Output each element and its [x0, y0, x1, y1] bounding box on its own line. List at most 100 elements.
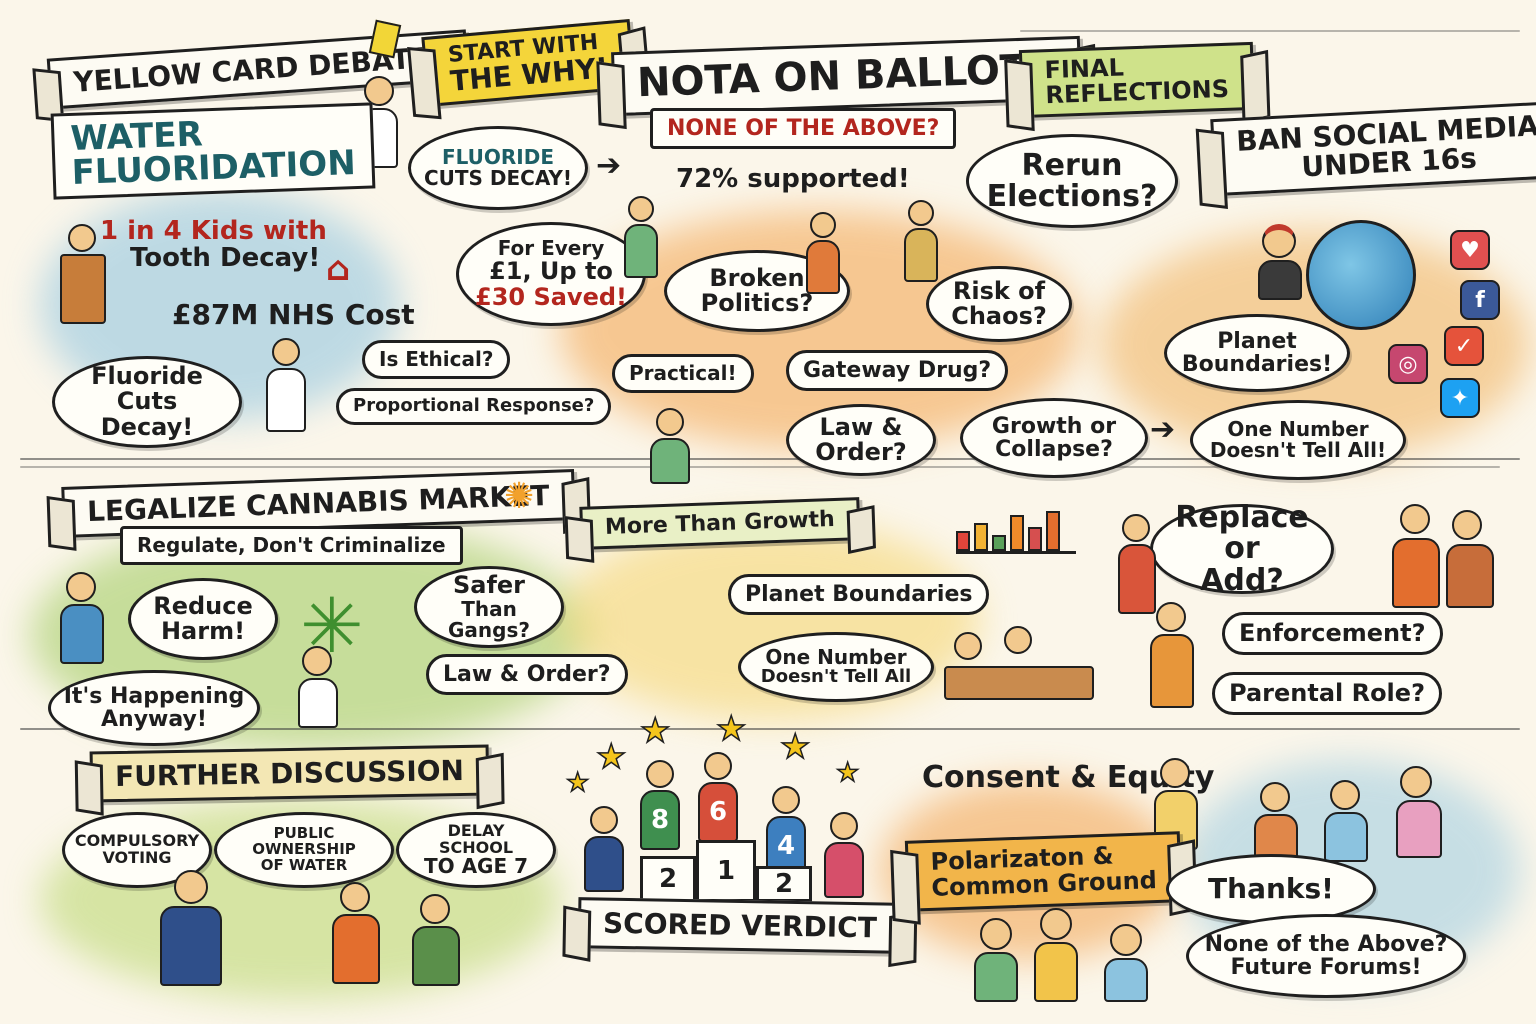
fluoride-cuts-decay-top-bubble: FLUORIDE CUTS DECAY! — [408, 126, 588, 210]
bubble-text: Doesn't Tell All — [760, 666, 912, 688]
bubble-text: Add? — [1200, 562, 1284, 598]
people-exchanging-cards — [644, 408, 704, 488]
bubble-text: Gateway Drug? — [803, 358, 992, 383]
twitter-icon: ✓ — [1444, 326, 1484, 366]
banner-text: LEGALIZE CANNABIS MARKET — [86, 478, 550, 529]
bubble-text: TO AGE 7 — [423, 854, 529, 879]
star-icon: ★ — [835, 758, 860, 788]
heart-icon: ♥ — [1450, 230, 1490, 270]
figure-cheering — [820, 812, 870, 902]
bubble-text: Fluoride — [91, 362, 203, 391]
divider-line — [20, 458, 1520, 460]
bubble-text: Harm! — [160, 617, 246, 645]
bubble-text: COMPULSORY — [74, 831, 200, 851]
group-at-table — [944, 626, 1104, 706]
bubble-text: PUBLIC OWNERSHIP — [252, 824, 356, 859]
bubble-text: Law & — [819, 412, 903, 441]
bubble-text: Is Ethical? — [379, 347, 494, 371]
growth-or-collapse-bubble: Growth or Collapse? — [960, 398, 1148, 478]
rerun-elections-bubble: Rerun Elections? — [966, 134, 1178, 228]
is-ethical-bubble: Is Ethical? — [362, 340, 511, 379]
risk-of-chaos-bubble: Risk of Chaos? — [926, 266, 1072, 342]
banner-text: FURTHER DISCUSSION — [114, 753, 465, 794]
banner-text: REFLECTIONS — [1044, 74, 1230, 110]
further-discussion-banner: FURTHER DISCUSSION — [89, 744, 490, 803]
stat-text: Tooth Decay! — [130, 243, 321, 274]
kids-decay-stat: 1 in 4 Kids with Tooth Decay! — [100, 217, 327, 274]
bubble-text: It's Happening — [63, 683, 245, 709]
winner-figure-8: 8 — [636, 760, 686, 860]
facebook-icon: f — [1460, 280, 1500, 320]
planet-boundaries-pill: Planet Boundaries — [728, 574, 990, 616]
podium-step-left: 2 — [640, 856, 696, 902]
instagram-icon: ◎ — [1388, 344, 1428, 384]
bubble-text: DELAY SCHOOL — [438, 820, 514, 857]
bubble-text: One Number — [765, 645, 907, 670]
bubble-text: Risk of — [952, 276, 1046, 305]
practical-bubble: Practical! — [612, 354, 754, 393]
speaker-at-podium — [58, 224, 118, 334]
law-and-order-bubble: Law & Order? — [426, 654, 628, 696]
podium-step-right: 2 — [756, 866, 812, 902]
star-icon: ★ — [565, 768, 590, 798]
bubble-text: Practical! — [629, 361, 737, 385]
bubble-text: Boundaries! — [1181, 352, 1333, 377]
star-icon: ★ — [779, 727, 811, 767]
bubble-text: Growth or — [991, 413, 1117, 439]
banner-text: More Than Growth — [604, 506, 836, 541]
bar-chart-icon — [956, 506, 1076, 554]
bubble-text: Proportional Response? — [353, 395, 595, 416]
bubble-text: Parental Role? — [1229, 679, 1425, 707]
smiling-audience — [970, 908, 1170, 1008]
reduce-harm-bubble: Reduce Harm! — [128, 578, 278, 660]
fluoride-cuts-decay-bubble: Fluoride Cuts Decay! — [52, 356, 242, 448]
one-number-growth-bubble: One Number Doesn't Tell All — [738, 632, 934, 702]
gateway-drug-bubble: Gateway Drug? — [786, 350, 1009, 392]
figure-in-suit — [580, 806, 630, 896]
bubble-text: Planet Boundaries — [745, 582, 973, 607]
bubble-text: Reduce — [153, 591, 253, 620]
nhs-cost-stat: £87M NHS Cost — [172, 300, 415, 329]
bubble-text: Broken — [709, 263, 805, 292]
bubble-text: Cuts Decay! — [100, 387, 194, 441]
proportional-response-bubble: Proportional Response? — [336, 388, 612, 425]
bubble-text: £1, Up to — [489, 257, 613, 286]
water-fluoridation-title: WATER FLUORIDATION — [50, 102, 376, 200]
scored-verdict-banner: SCORED VERDICT — [577, 897, 903, 954]
excited-kid — [1252, 216, 1312, 306]
person-with-card — [1114, 514, 1164, 624]
bubble-text: VOTING — [102, 848, 172, 867]
bubble-text: Safer — [452, 571, 526, 600]
regulate-banner: Regulate, Don't Criminalize — [120, 526, 463, 565]
bubble-text: OF WATER — [260, 855, 348, 874]
planet-boundaries-bubble: Planet Boundaries! — [1164, 314, 1350, 392]
final-reflections-banner: FINAL REFLECTIONS — [1018, 41, 1255, 119]
law-order-bubble: Law & Order? — [786, 404, 936, 476]
polarization-banner: Polarizaton & Common Ground — [904, 831, 1183, 912]
cheering-person — [290, 646, 350, 736]
bubble-text: Than Gangs? — [448, 596, 530, 642]
bubble-text: Doesn't Tell All! — [1209, 438, 1387, 462]
twitter-bird-icon: ✦ — [1440, 378, 1480, 418]
person-arms-crossed — [1144, 602, 1204, 722]
bubble-text: Chaos? — [951, 302, 1047, 330]
divider-line — [20, 466, 1500, 468]
bubble-text: None of the Above? — [1204, 931, 1448, 957]
bubble-text: FLUORIDE — [441, 145, 555, 169]
banner-text: SCORED VERDICT — [602, 906, 878, 945]
bubble-text: Thanks! — [1208, 872, 1334, 906]
nota-subtitle: NONE OF THE ABOVE? — [650, 108, 957, 150]
supported-stat: 72% supported! — [676, 165, 910, 193]
star-icon: ★ — [715, 709, 747, 749]
podium-step-center: 1 — [696, 840, 756, 902]
bubble-text: Elections? — [986, 179, 1158, 214]
bubble-text: Collapse? — [995, 437, 1113, 462]
future-forums-bubble: None of the Above? Future Forums! — [1186, 914, 1466, 998]
right-arrow-icon: ➔ — [1150, 412, 1176, 447]
bubble-text: Anyway! — [101, 707, 207, 732]
bubble-text: Enforcement? — [1239, 619, 1426, 647]
bubble-text: CUTS DECAY! — [423, 166, 573, 190]
person-pointing — [256, 338, 316, 448]
bubble-text: Rerun — [1021, 147, 1123, 183]
handshake-figures — [1150, 752, 1510, 872]
